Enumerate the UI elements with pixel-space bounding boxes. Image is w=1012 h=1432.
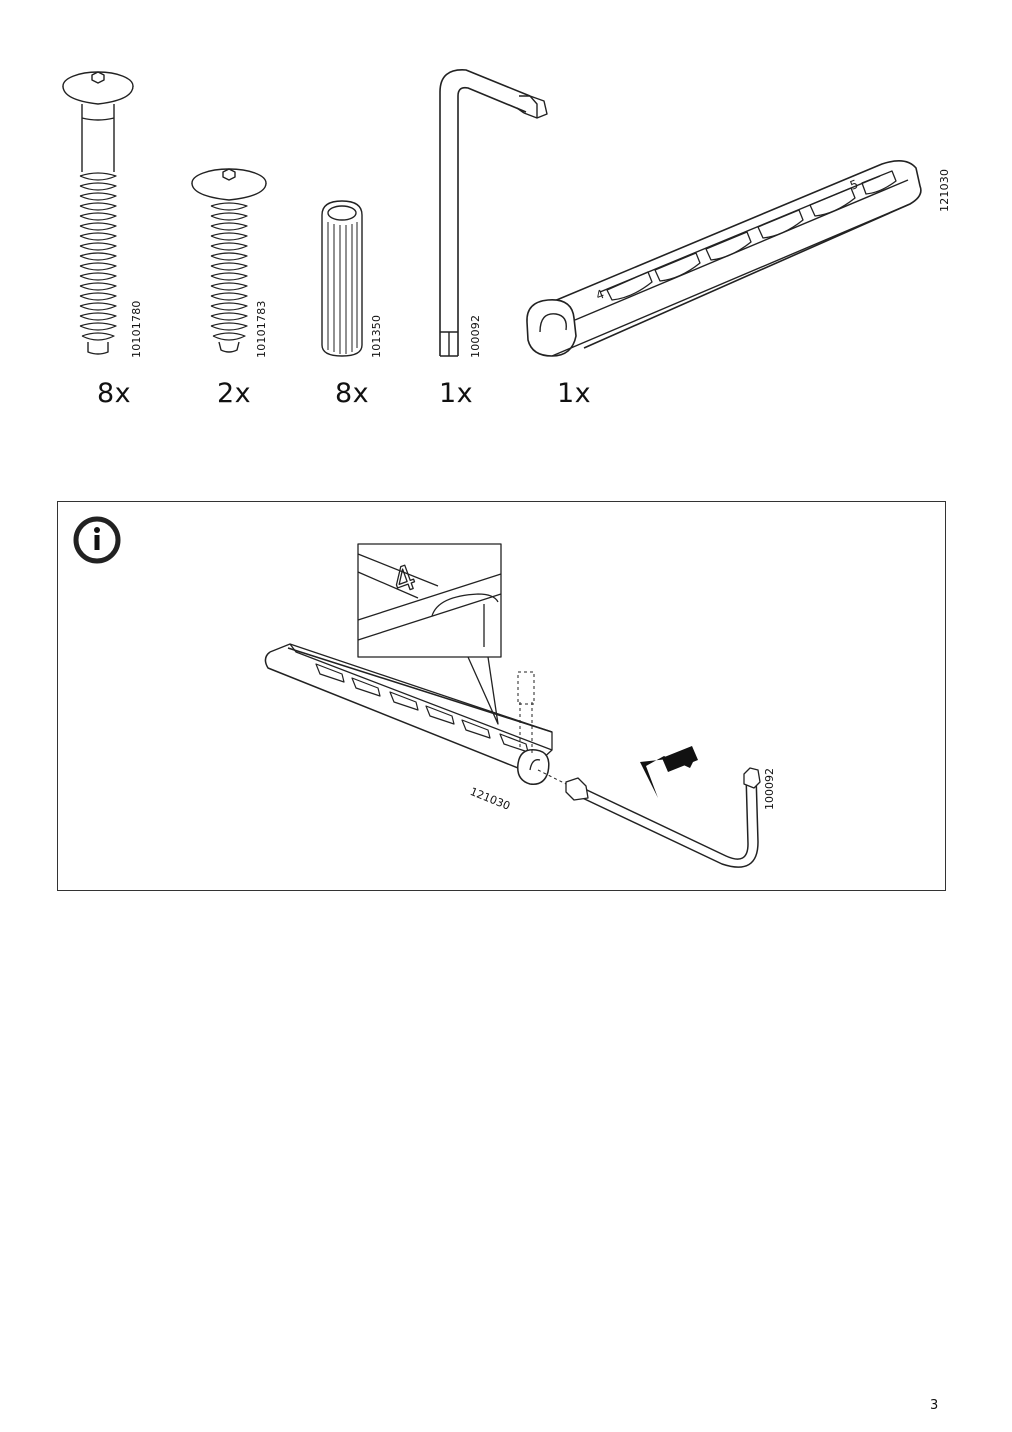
svg-text:4: 4 xyxy=(594,287,606,303)
parts-illustration: 4 5 xyxy=(62,69,922,357)
insert-arrow-icon xyxy=(640,746,698,798)
parts-list: 4 5 10101780 10101783 101350 100092 1210… xyxy=(0,0,1012,430)
part-quantity: 8x xyxy=(97,378,132,409)
key-holder-bar-icon xyxy=(264,643,553,785)
short-screw-icon xyxy=(191,168,267,353)
guide-lines xyxy=(517,671,571,787)
zoom-detail: 4 xyxy=(357,543,502,725)
allen-key-icon xyxy=(565,767,761,868)
part-quantity: 8x xyxy=(335,378,370,409)
dowel-icon xyxy=(321,200,363,357)
info-illustration: 4 xyxy=(73,516,761,868)
info-box: 4 xyxy=(57,501,946,891)
part-code: 121030 xyxy=(938,168,951,212)
part-code: 10101780 xyxy=(130,300,143,358)
part-quantity: 1x xyxy=(557,378,592,409)
part-quantity: 2x xyxy=(217,378,252,409)
page-number: 3 xyxy=(930,1398,939,1413)
allen-key-icon xyxy=(439,69,548,357)
key-code-label: 100092 xyxy=(763,768,776,810)
part-code: 100092 xyxy=(469,314,482,358)
key-holder-bar-icon: 4 5 xyxy=(526,160,922,357)
info-icon xyxy=(73,516,121,564)
long-screw-icon xyxy=(62,71,134,355)
part-quantity: 1x xyxy=(439,378,474,409)
part-code: 101350 xyxy=(370,314,383,358)
part-code: 10101783 xyxy=(255,300,268,358)
